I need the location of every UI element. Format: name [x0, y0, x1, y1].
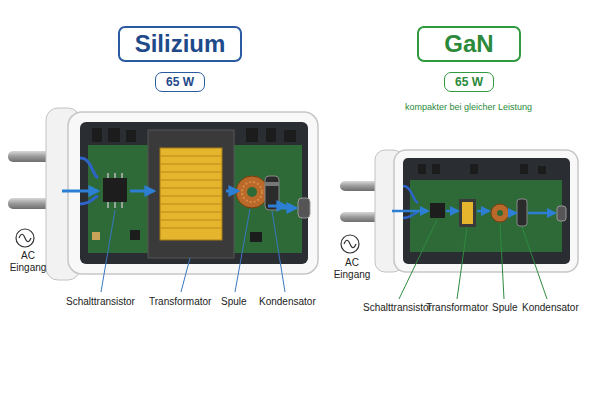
box-text: 65 W: [455, 76, 483, 88]
box-text: 65 W: [166, 76, 194, 88]
part-label: Schalttransistor: [363, 302, 432, 314]
input-label: AC Eingang: [329, 257, 375, 280]
power-box: 65 W: [155, 72, 205, 92]
silicon-charger: [8, 108, 318, 292]
box-text: Silizium: [135, 32, 226, 56]
part-label: Transformator: [149, 296, 211, 308]
box-text: GaN: [444, 32, 493, 56]
part-label: Kondensator: [259, 296, 316, 308]
part-label: Schalttransistor: [66, 296, 135, 308]
part-label: Spule: [492, 302, 518, 314]
part-label: Spule: [221, 296, 247, 308]
part-label: Kondensator: [522, 302, 579, 314]
title-box: Silizium: [118, 26, 242, 62]
part-label: Transformator: [426, 302, 488, 314]
input-label: AC Eingang: [5, 250, 51, 273]
gan-charger: [340, 150, 578, 299]
power-box: 65 W: [444, 72, 494, 92]
title-box: GaN: [417, 26, 521, 62]
note-text: kompakter bei gleicher Leistung: [405, 102, 532, 112]
